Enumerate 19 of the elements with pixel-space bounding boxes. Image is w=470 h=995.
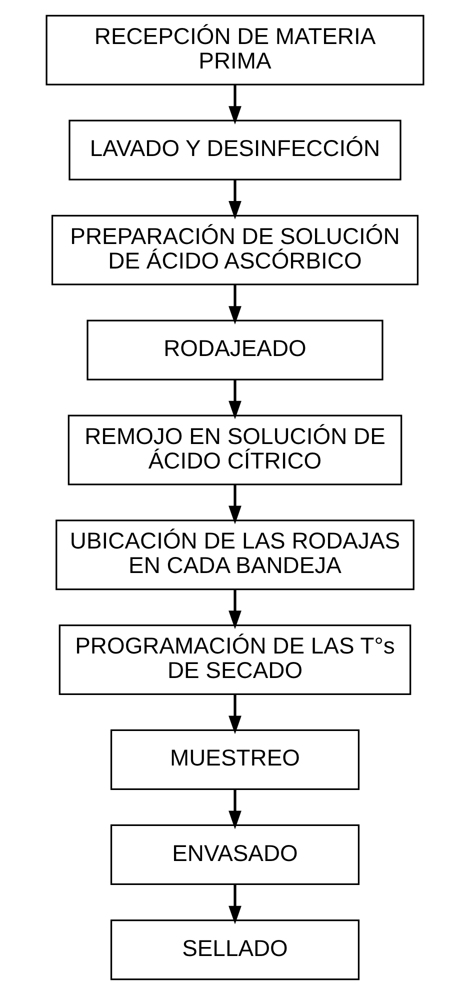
arrow — [228, 789, 242, 830]
node-box: REMOJO EN SOLUCIÓN DE ÁCIDO CÍTRICO — [68, 414, 402, 486]
arrow — [228, 85, 242, 125]
node-box: UBICACIÓN DE LAS RODAJAS EN CADA BANDEJA — [56, 520, 414, 590]
node-box: LAVADO Y DESINFECCIÓN — [68, 120, 402, 180]
arrow — [228, 884, 242, 924]
arrow — [228, 694, 242, 734]
arrow — [228, 380, 242, 420]
arrow — [228, 284, 242, 324]
node-box: RECEPCIÓN DE MATERIA PRIMA — [46, 14, 424, 86]
arrow — [228, 484, 242, 524]
node-box: MUESTREO — [110, 729, 360, 790]
arrow — [228, 590, 242, 630]
node-box: PROGRAMACIÓN DE LAS T°s DE SECADO — [58, 624, 412, 695]
arrow — [228, 180, 242, 220]
node-box: RODAJEADO — [86, 320, 384, 380]
node-box: SELLADO — [110, 919, 360, 980]
node-box: ENVASADO — [110, 824, 360, 886]
node-box: PREPARACIÓN DE SOLUCIÓN DE ÁCIDO ASCÓRBICO — [51, 214, 419, 286]
